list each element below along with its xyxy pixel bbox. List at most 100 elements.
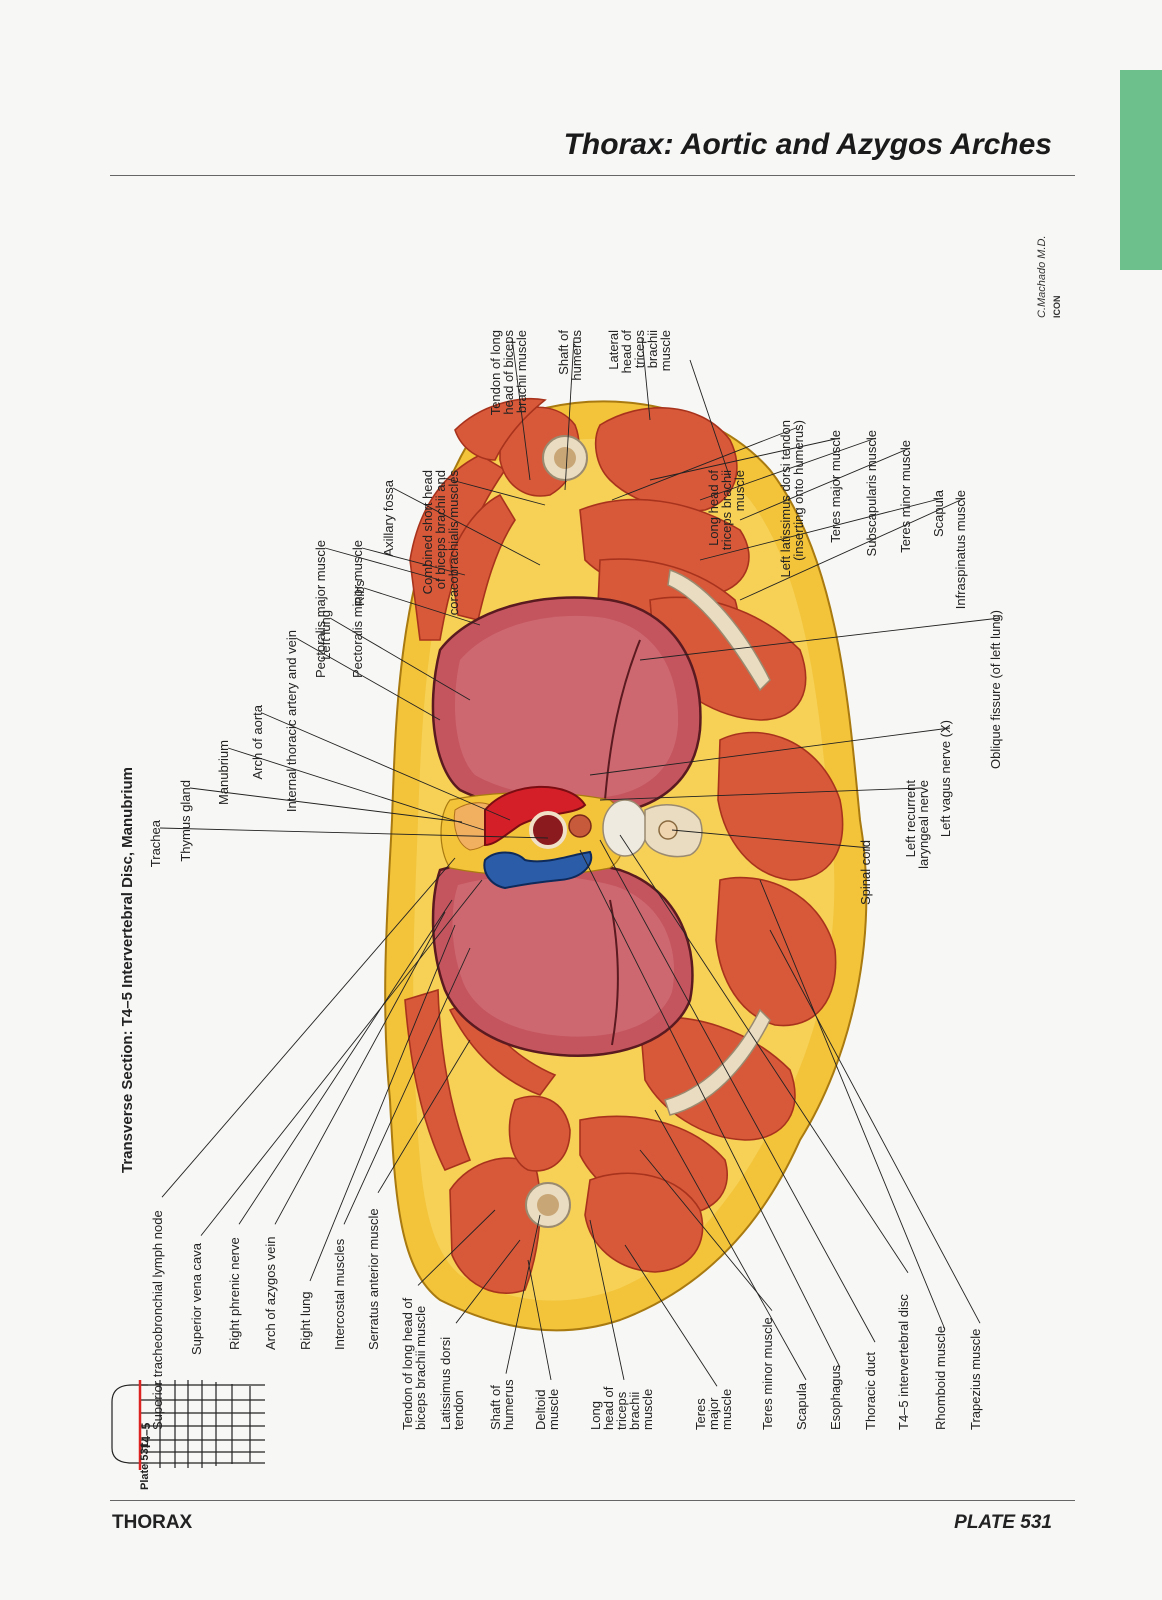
right-label-item: Ribs	[352, 580, 481, 626]
right-label-item: Scapula	[699, 489, 946, 561]
right-label-item: Subscapularis muscle	[699, 430, 879, 556]
right-label-text: Tendon of long	[488, 330, 503, 415]
esophagus	[568, 814, 592, 838]
right-label-item: Pectoralis minor muscle	[350, 540, 466, 678]
right-label-item: Thymus gland	[178, 780, 463, 862]
left-label-text: Shaft of	[488, 1385, 503, 1430]
right-biceps	[508, 1095, 571, 1172]
left-leader-line	[579, 849, 841, 1368]
right-label-text: Scapula	[931, 489, 946, 537]
right-label-item: Infraspinatus muscle	[739, 490, 968, 609]
right-leader-line	[329, 617, 471, 701]
right-long-triceps	[584, 1172, 704, 1273]
left-label-text: Scapula	[794, 1382, 809, 1430]
right-label-item: Trachea	[148, 819, 549, 867]
left-leader-line	[759, 879, 946, 1330]
right-leader-line	[699, 437, 877, 501]
right-leader-line	[641, 337, 651, 421]
right-label-text: triceps brachii	[719, 470, 734, 550]
page-title: Thorax: Aortic and Azygos Arches	[563, 128, 1052, 161]
right-label-text: Axillary fossa	[381, 479, 396, 556]
left-label-item: Superior tracheobronchial lymph node	[150, 857, 456, 1430]
right-leader-line	[189, 787, 463, 823]
right-label-text: Teres minor muscle	[898, 440, 913, 553]
right-label-item: Teres major muscle	[649, 430, 843, 543]
left-label-text: humerus	[501, 1379, 516, 1430]
right-label-text: coracobrachialis muscles	[446, 470, 461, 616]
left-label-text: tendon	[451, 1390, 466, 1430]
left-label-item: Rhomboid muscle	[759, 879, 948, 1430]
left-label-item: Right lung	[298, 924, 456, 1350]
right-label-item: Arch of aorta	[250, 704, 511, 821]
left-label-text: Tendon of long head of	[400, 1297, 415, 1430]
left-label-item: Right phrenic nerve	[227, 899, 453, 1350]
left-label-text: T4–5 intervertebral disc	[896, 1294, 911, 1430]
left-leader-line	[343, 947, 471, 1225]
left-leader-line	[417, 1209, 496, 1286]
right-label-text: Left vagus nerve (X)	[938, 720, 953, 837]
left-leader-line	[589, 1219, 625, 1380]
right-leader-line	[363, 587, 481, 626]
left-label-text: Thoracic duct	[863, 1352, 878, 1430]
right-leader-line	[564, 337, 575, 491]
right-label-text: Thymus gland	[178, 780, 193, 862]
right-leader-line	[361, 547, 466, 576]
superior-vena-cava	[483, 850, 593, 890]
right-leader-line	[392, 487, 541, 566]
copyright-mark: ICON	[1052, 296, 1062, 319]
pectoralis-minor	[449, 493, 516, 621]
left-label-item: Thoracic duct	[599, 839, 878, 1430]
left-leader-line	[639, 1149, 773, 1311]
left-leader-line	[505, 1214, 541, 1374]
right-pectoralis-major	[404, 988, 472, 1172]
left-label-item: Intercostal muscles	[332, 947, 471, 1350]
right-label-item: Oblique fissure (of left lung)	[639, 610, 1003, 769]
left-label-text: head of	[601, 1386, 616, 1430]
left-leader-line	[455, 1239, 521, 1324]
left-label-text: Long	[588, 1401, 603, 1430]
right-label-text: Left lung	[318, 610, 333, 660]
left-leader-line	[619, 834, 909, 1274]
left-label-text: muscle	[640, 1389, 655, 1430]
right-label-item: Teres minor muscle	[739, 440, 913, 553]
right-label-text: muscle	[732, 470, 747, 511]
right-label-item: Left vagus nerve (X)	[589, 720, 953, 837]
left-label-text: Superior vena cava	[189, 1242, 204, 1355]
left-label-item: Superior vena cava	[189, 879, 483, 1355]
section-tab	[1120, 70, 1162, 270]
left-label-item: Serratus anterior muscle	[366, 1039, 471, 1350]
right-label-text: head of	[619, 330, 634, 374]
left-label-item: Esophagus	[579, 849, 843, 1430]
left-leader-line	[161, 857, 456, 1198]
right-leader-line	[324, 547, 441, 581]
thumbnail-level-label: T4–5	[139, 1422, 153, 1450]
right-label-text: muscle	[658, 330, 673, 371]
right-label-item: Pectoralis major muscle	[313, 540, 441, 678]
left-leader-line	[769, 929, 981, 1324]
right-label-text: Trachea	[148, 819, 163, 867]
footer-section: THORAX	[112, 1512, 193, 1533]
right-leader-line	[227, 747, 485, 831]
left-leader-line	[654, 1109, 807, 1381]
left-trapezius-rhomboid	[717, 731, 844, 881]
spinal-cord	[658, 820, 678, 840]
orientation-thumbnail: T4–5 Plate 531	[111, 1380, 265, 1490]
right-label-text: Teres major muscle	[828, 430, 843, 543]
t4-5-intervertebral-disc	[602, 799, 648, 857]
left-oblique-fissure	[604, 639, 641, 801]
left-leader-line	[309, 924, 456, 1282]
left-label-text: brachii	[627, 1392, 642, 1430]
right-leader-line	[511, 337, 531, 481]
right-label-text: Arch of aorta	[250, 704, 265, 779]
right-label-item: Spinal cord	[671, 829, 873, 905]
left-label-item: Teres minor muscle	[639, 1149, 775, 1430]
right-leader-line	[261, 712, 511, 821]
